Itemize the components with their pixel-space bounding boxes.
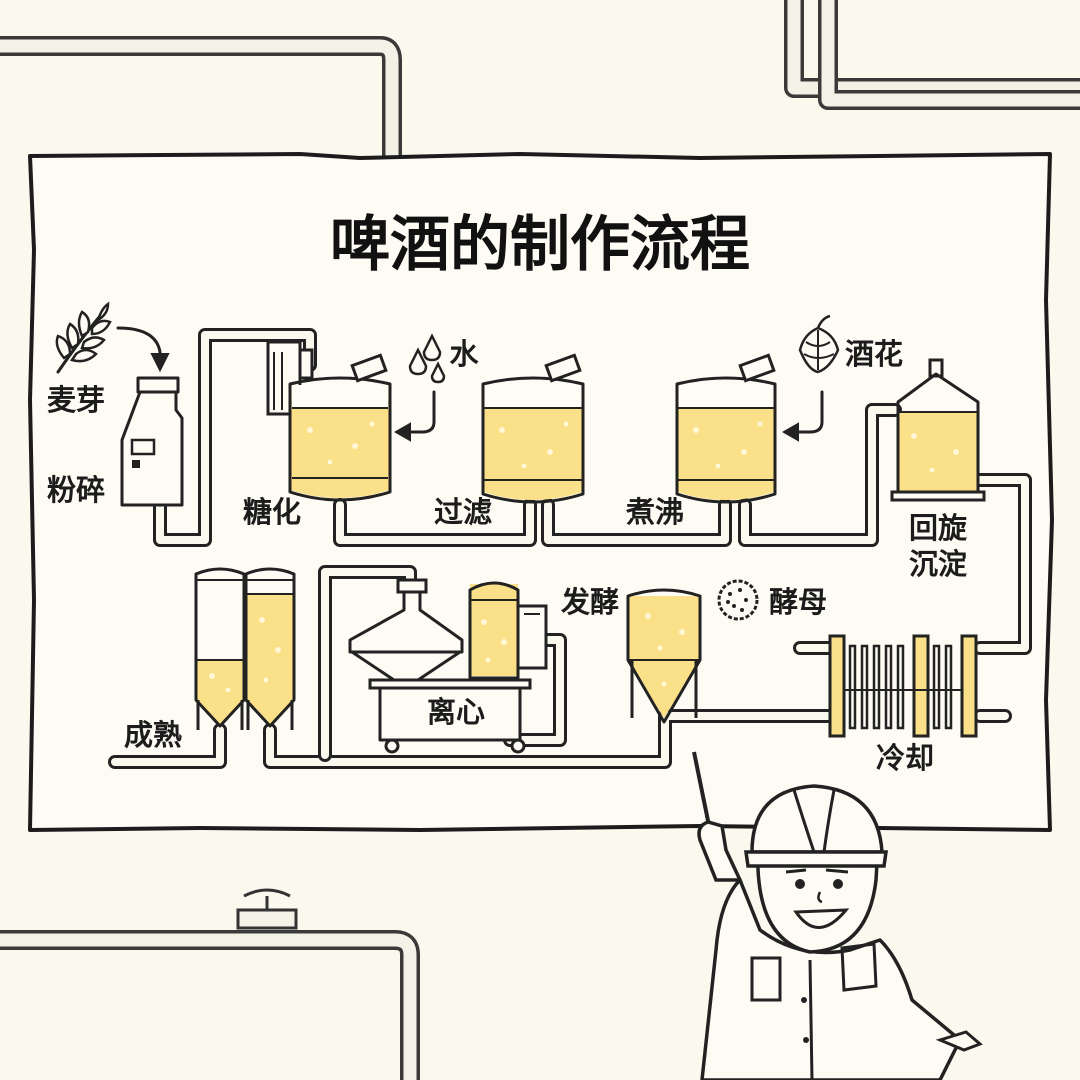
page-title: 啤酒的制作流程 [330,210,750,280]
arrow-hops-to-kettle [794,390,824,434]
input-water: 水 [449,337,479,371]
step-maturation: 成熟 [124,718,182,752]
input-yeast: 酵母 [769,585,827,619]
centrifuge-machine [348,578,548,754]
water-drops-icon [408,333,446,384]
boil-kettle [675,353,777,504]
step-whirlpool-line1: 回旋 [909,511,967,545]
hop-cone-icon [798,314,840,374]
step-fermentation: 发酵 [560,585,619,619]
whirlpool-tank [890,358,986,502]
yeast-icon [717,579,759,621]
step-mash: 糖化 [243,495,301,529]
arrow-malt-to-crusher [116,326,162,368]
lauter-tun [481,353,585,504]
crusher-machine [120,376,184,507]
step-cooling: 冷却 [876,741,934,775]
step-centrifuge: 离心 [427,695,485,729]
step-malt: 麦芽 [47,383,105,417]
fermentation-tank [626,588,702,724]
step-boil: 煮沸 [625,495,684,529]
step-crush: 粉碎 [47,473,105,507]
process-pipes [108,328,1032,769]
step-whirlpool-line2: 沉淀 [909,547,967,581]
maturation-tanks [194,567,296,730]
heat-exchanger [828,634,978,738]
mash-tun [266,340,392,502]
arrow-water-to-mash [406,390,436,434]
step-filter: 过滤 [434,495,492,529]
wheat-icon [55,301,112,374]
input-hops: 酒花 [845,337,903,371]
worker-character [692,751,983,1080]
